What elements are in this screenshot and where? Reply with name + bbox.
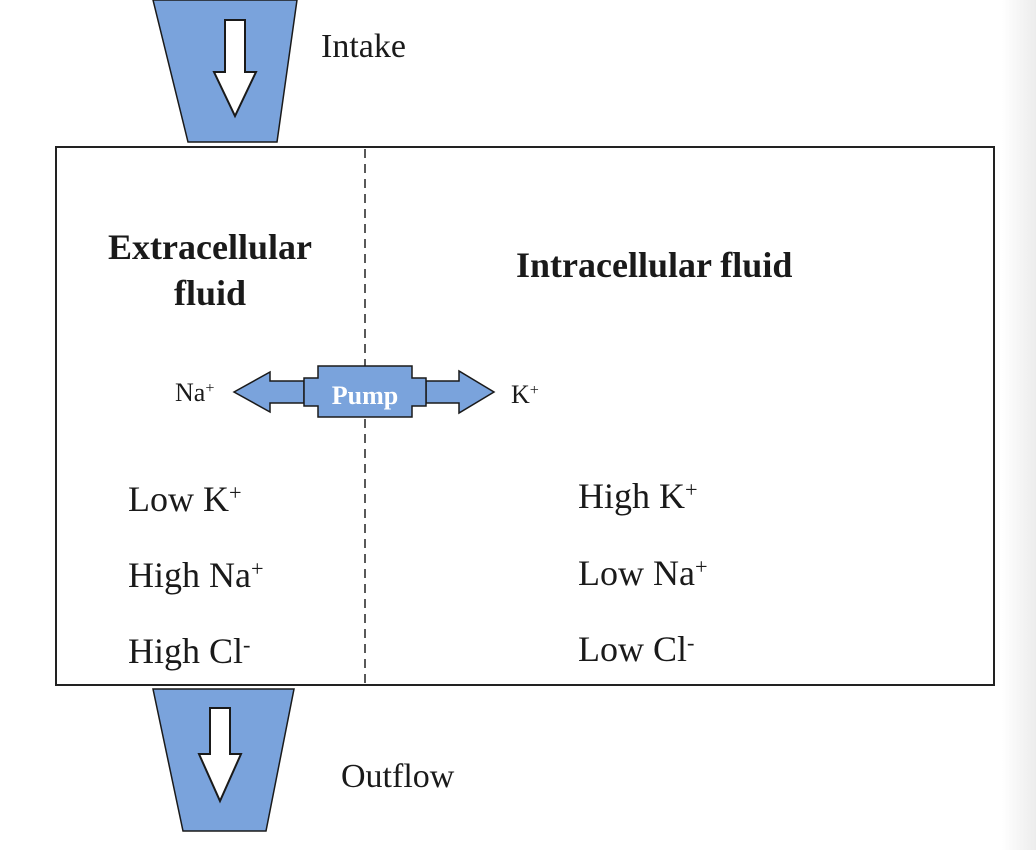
ion-charge: + (694, 553, 708, 579)
ion-symbol: K (511, 380, 530, 409)
pump-assembly (232, 365, 496, 418)
ion-symbol: Na (175, 378, 206, 407)
right-arrow-icon (425, 369, 496, 415)
concentration-level: Low (578, 553, 644, 593)
intracellular-concentration: Low Na+ (578, 555, 708, 591)
extracellular-heading-line1: Extracellular (108, 227, 312, 267)
pump-label: Pump (331, 381, 399, 410)
ion-charge: - (687, 629, 695, 655)
intracellular-concentration: Low Cl- (578, 631, 694, 667)
concentration-level: High (128, 631, 200, 671)
extracellular-heading-line2: fluid (173, 273, 247, 313)
ion-charge: + (250, 555, 264, 581)
concentration-level: Low (578, 629, 644, 669)
ion-charge: + (685, 476, 698, 502)
concentration-level: Low (128, 479, 194, 519)
outflow-funnel (152, 688, 295, 832)
extracellular-concentration: Low K+ (128, 481, 242, 517)
outflow-arrow-icon (197, 707, 243, 804)
extracellular-heading: Extracellular fluid (90, 224, 330, 316)
concentration-level: High (578, 476, 650, 516)
ion-symbol: K (203, 479, 229, 519)
intracellular-concentration: High K+ (578, 478, 698, 514)
extracellular-concentration: High Cl- (128, 633, 250, 669)
ion-symbol: K (659, 476, 685, 516)
compartment-box (55, 146, 995, 686)
left-arrow-icon (232, 370, 305, 414)
outflow-label: Outflow (341, 758, 455, 795)
ion-symbol: Na (653, 553, 695, 593)
concentration-level: High (128, 555, 200, 595)
intracellular-heading: Intracellular fluid (516, 245, 793, 285)
pump-potassium-label: K+ (511, 382, 539, 408)
page-edge-shadow (1002, 0, 1036, 850)
ion-charge: + (529, 381, 539, 399)
intake-arrow-icon (212, 19, 258, 119)
intake-label: Intake (321, 28, 406, 65)
ion-charge: + (229, 479, 242, 505)
intake-funnel (152, 0, 298, 143)
ion-symbol: Cl (653, 629, 688, 669)
ion-symbol: Na (209, 555, 251, 595)
extracellular-concentration: High Na+ (128, 557, 264, 593)
pump-sodium-label: Na+ (175, 380, 214, 406)
ion-charge: - (243, 631, 251, 657)
ion-charge: + (205, 379, 215, 397)
ion-symbol: Cl (209, 631, 244, 671)
pump-body (303, 365, 427, 418)
